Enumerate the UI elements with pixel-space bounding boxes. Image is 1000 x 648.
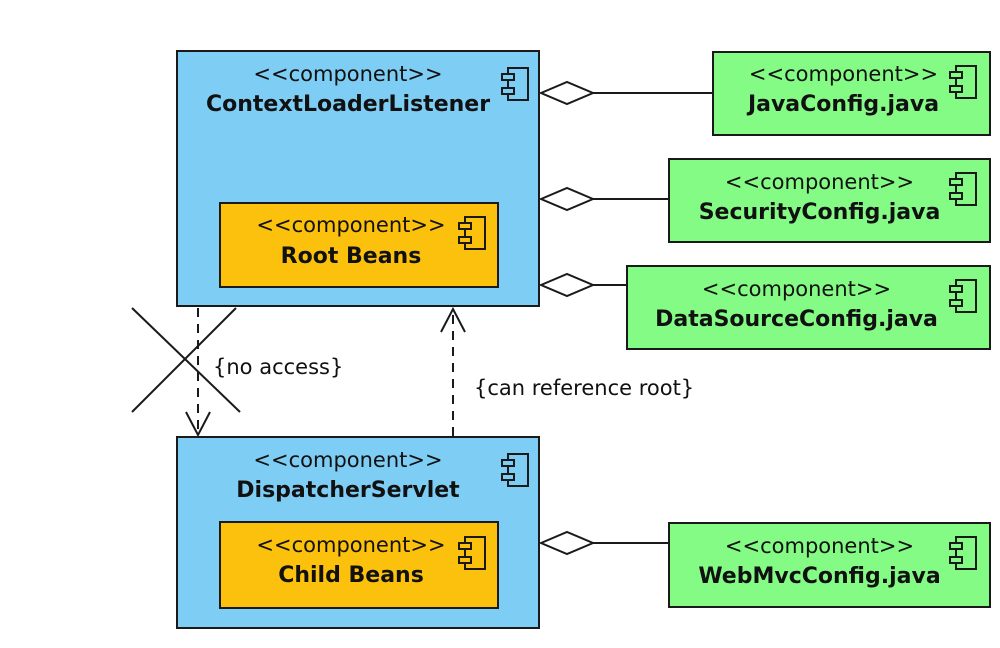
stereotype-label: <<component>>: [724, 534, 915, 558]
reference-arrowhead: [440, 306, 466, 333]
stereotype-label: <<component>>: [253, 62, 443, 86]
component-icon: [949, 279, 977, 313]
component-icon: [949, 172, 977, 206]
component-name: DataSourceConfig.java: [655, 307, 938, 332]
no-access-label: {no access}: [213, 355, 344, 379]
stereotype-label: <<component>>: [724, 170, 915, 194]
component-name: WebMvcConfig.java: [698, 564, 941, 589]
child-beans-component: <<component>> Child Beans: [219, 521, 499, 609]
component-name: ContextLoaderListener: [205, 92, 491, 117]
component-icon: [501, 67, 529, 101]
stereotype-label: <<component>>: [256, 533, 446, 557]
stereotype-label: <<component>>: [748, 62, 939, 86]
security-config-component: <<component>> SecurityConfig.java: [668, 158, 991, 243]
component-icon: [458, 216, 486, 250]
aggregation-diamond: [538, 80, 596, 106]
aggregation-diamond: [538, 186, 596, 212]
aggregation-diamond: [538, 530, 596, 556]
component-icon: [949, 65, 977, 99]
component-name: Root Beans: [280, 244, 422, 269]
context-loader-listener-component: <<component>> ContextLoaderListener <<co…: [176, 50, 540, 307]
component-name: DispatcherServlet: [236, 478, 460, 503]
stereotype-label: <<component>>: [256, 213, 446, 237]
can-reference-root-label: {can reference root}: [474, 376, 695, 400]
dispatcher-servlet-component: <<component>> DispatcherServlet <<compon…: [176, 436, 540, 629]
component-icon: [501, 453, 529, 487]
java-config-component: <<component>> JavaConfig.java: [712, 51, 991, 136]
stereotype-label: <<component>>: [701, 277, 892, 301]
webmvc-config-component: <<component>> WebMvcConfig.java: [668, 522, 991, 608]
datasource-config-component: <<component>> DataSourceConfig.java: [626, 265, 991, 350]
root-beans-component: <<component>> Root Beans: [219, 202, 499, 288]
component-icon: [458, 536, 486, 570]
no-access-arrowhead: [185, 411, 211, 438]
component-name: Child Beans: [278, 563, 424, 588]
stereotype-label: <<component>>: [253, 448, 443, 472]
component-icon: [949, 536, 977, 570]
component-name: JavaConfig.java: [747, 92, 940, 117]
component-name: SecurityConfig.java: [698, 200, 941, 225]
aggregation-diamond: [538, 272, 596, 298]
